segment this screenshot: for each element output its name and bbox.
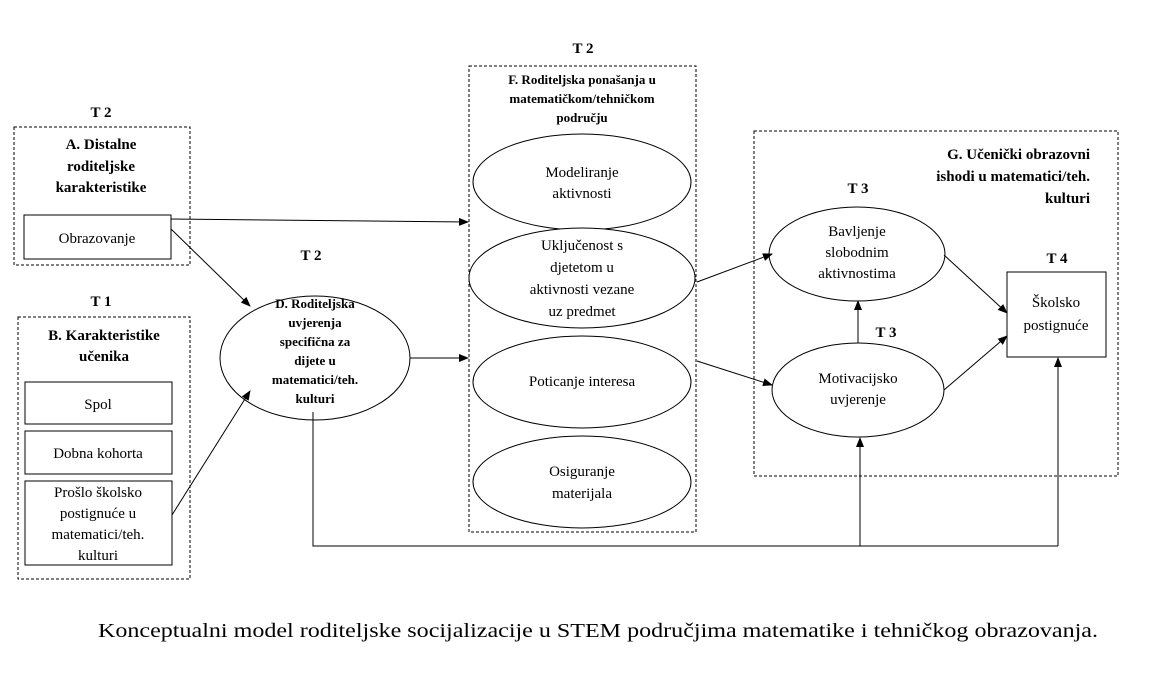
node-d-parent-beliefs: T 2 D. Roditeljska uvjerenja specifična … <box>219 248 411 421</box>
node-d-line4: dijete u <box>294 353 336 368</box>
panel-f-title-line1: F. Roditeljska ponašanja u <box>508 72 656 87</box>
panel-a-title-line3: karakteristike <box>56 180 147 196</box>
proslo-postignuce-line4: kulturi <box>78 548 118 564</box>
modeliranje-ellipse <box>472 133 692 231</box>
node-d-line3: specifična za <box>280 334 351 349</box>
panel-a-tag: T 2 <box>91 105 112 121</box>
panel-b-student-characteristics: T 1 B. Karakteristike učenika Spol Dobna… <box>17 294 191 580</box>
node-d-line5: matematici/teh. <box>272 372 358 387</box>
proslo-postignuce-line2: postignuće u <box>60 506 137 522</box>
bavljenje-line2: slobodnim <box>825 245 889 261</box>
arrow-postignuce-to-d <box>171 390 251 516</box>
arrow-bavljenje-to-skolsko <box>943 254 1008 314</box>
poticanje-line1: Poticanje interesa <box>529 374 636 390</box>
ukljucenost-line1: Uključenost s <box>541 238 623 254</box>
arrow-f-to-motivacija <box>696 360 773 387</box>
dobna-kohorta-label: Dobna kohorta <box>53 446 143 462</box>
panel-b-frame <box>17 316 191 580</box>
modeliranje-line1: Modeliranje <box>545 165 619 181</box>
arrow-obrazovanje-to-d <box>170 228 251 307</box>
panel-g-title-line3: kulturi <box>1045 191 1090 207</box>
motivacija-line2: uvjerenje <box>830 392 886 408</box>
osiguranje-line2: materijala <box>552 486 612 502</box>
panel-a-title-line1: A. Distalne <box>66 137 137 153</box>
osiguranje-line1: Osiguranje <box>549 464 615 480</box>
proslo-postignuce-line1: Prošlo školsko <box>54 485 142 501</box>
ukljucenost-ellipse <box>468 227 696 329</box>
motivacija-line1: Motivacijsko <box>818 371 897 387</box>
line-d-feedback <box>312 412 1058 547</box>
panel-f-frame <box>468 65 697 533</box>
panel-f-title-line3: području <box>556 110 607 125</box>
panel-f-tag: T 2 <box>573 41 594 57</box>
node-d-line2: uvjerenja <box>288 315 342 330</box>
panel-b-tag: T 1 <box>91 294 112 310</box>
node-d-line6: kulturi <box>295 391 334 406</box>
panel-a-title-line2: roditeljske <box>67 159 135 175</box>
panel-a-frame <box>13 126 191 266</box>
osiguranje-ellipse <box>472 435 692 529</box>
skolsko-box <box>1006 271 1107 358</box>
panel-f-title-line2: matematičkom/tehničkom <box>509 91 654 106</box>
figure-caption: Konceptualni model roditeljske socijaliz… <box>98 620 1098 642</box>
skolsko-tag: T 4 <box>1047 251 1068 267</box>
node-d-tag: T 2 <box>301 248 322 264</box>
panel-b-title-line2: učenika <box>79 349 130 365</box>
arrow-f-to-bavljenje <box>696 253 773 283</box>
spol-box <box>24 381 173 425</box>
motivacija-tag: T 3 <box>876 325 897 341</box>
ukljucenost-line4: uz predmet <box>548 304 616 320</box>
skolsko-line2: postignuće <box>1024 318 1089 334</box>
bavljenje-line1: Bavljenje <box>828 224 886 240</box>
arrow-motivacija-to-skolsko <box>943 335 1008 391</box>
motivacija-ellipse <box>771 342 945 438</box>
panel-b-title-line1: B. Karakteristike <box>48 328 160 344</box>
ukljucenost-line2: djetetom u <box>550 260 614 276</box>
poticanje-ellipse <box>472 335 692 429</box>
skolsko-line1: Školsko <box>1032 294 1080 311</box>
obrazovanje-label: Obrazovanje <box>59 231 136 247</box>
dobna-kohorta-box <box>24 430 173 475</box>
panel-g-student-outcomes: G. Učenički obrazovni ishodi u matematic… <box>753 130 1119 477</box>
ukljucenost-line3: aktivnosti vezane <box>530 282 635 298</box>
obrazovanje-box <box>23 214 172 260</box>
bavljenje-tag: T 3 <box>848 181 869 197</box>
connectors <box>170 217 1062 547</box>
panel-a-distal-parent-characteristics: T 2 A. Distalne roditeljske karakteristi… <box>13 105 191 266</box>
panel-g-title-line1: G. Učenički obrazovni <box>947 147 1090 163</box>
panel-f-parent-behaviours: T 2 F. Roditeljska ponašanja u matematič… <box>468 41 697 533</box>
proslo-postignuce-box <box>24 480 173 566</box>
spol-label: Spol <box>84 397 112 413</box>
bavljenje-line3: aktivnostima <box>818 266 896 282</box>
modeliranje-line2: aktivnosti <box>552 186 611 202</box>
node-d-line1: D. Roditeljska <box>275 296 355 311</box>
proslo-postignuce-line3: matematici/teh. <box>52 527 145 543</box>
panel-g-title-line2: ishodi u matematici/teh. <box>936 169 1090 185</box>
arrow-obrazovanje-to-f <box>170 217 469 226</box>
panel-g-frame <box>753 130 1119 477</box>
